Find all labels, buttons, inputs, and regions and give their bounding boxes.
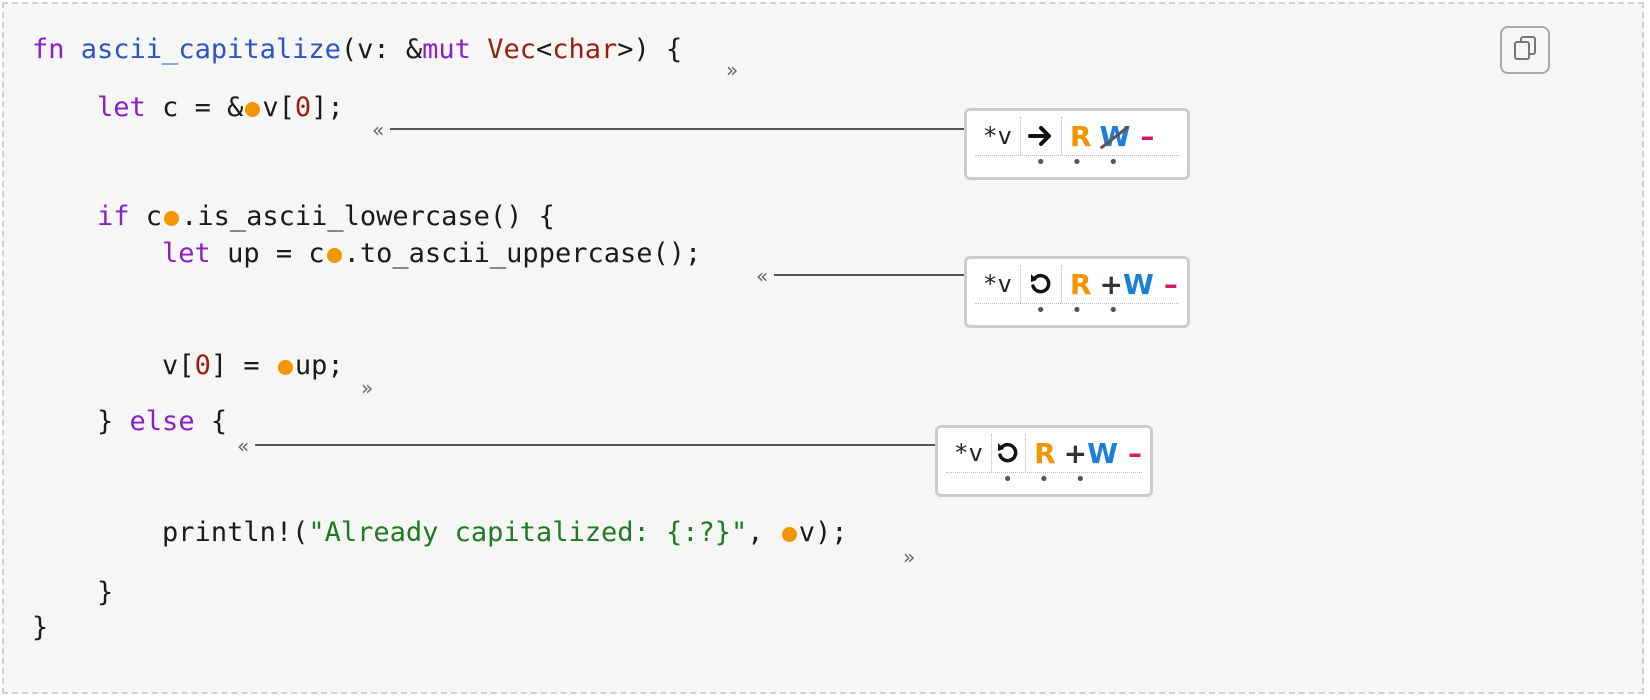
permission-dot[interactable] [277,360,293,375]
permission-box[interactable]: *v R W – • • • [964,108,1190,180]
indent [32,517,162,548]
code-token: ) { [633,34,683,65]
code-token: < [535,34,553,65]
code-token: v[ [162,350,195,381]
code-line-1: fn ascii_capitalize(v: &mut Vec<char>) { [32,33,682,67]
code-token: .to_ascii_uppercase(); [343,238,702,269]
permission-flags: R + W – [1062,265,1178,303]
more-dots[interactable]: • • • [1035,300,1129,321]
indent [32,406,97,437]
code-line-4: let up = c .to_ascii_uppercase(); [32,237,701,271]
own-flag: – [1140,119,1155,153]
permission-box[interactable]: *v R + W – • • • [964,256,1190,328]
permission-dot[interactable] [326,248,342,263]
code-line-2: let c = & v[0]; [32,91,344,125]
read-flag: R [1034,436,1056,470]
code-token: c = & [145,92,244,123]
indent [32,92,97,123]
read-flag: R [1069,119,1092,153]
code-token: } [97,406,130,437]
string-literal: "Already capitalized: {:?}" [308,517,748,548]
code-token: c [129,201,163,232]
write-flag-regained: W [1087,436,1118,470]
leader-line [774,274,964,276]
step-marker-left[interactable]: « [756,264,769,288]
code-token: v[ [262,92,295,123]
permission-flags: R W – [1062,117,1154,155]
step-marker-left[interactable]: « [372,118,385,142]
own-flag: – [1128,436,1142,470]
code-line-3: if c .is_ascii_lowercase() { [32,200,555,234]
path-label: *v [975,117,1021,155]
own-flag: – [1163,267,1178,301]
keyword-fn: fn [32,34,65,65]
permission-box[interactable]: *v R + W – • • • [935,425,1153,497]
copy-button[interactable] [1500,26,1550,74]
keyword-let: let [162,238,211,269]
code-token: v); [798,517,848,548]
leader-line [390,128,964,130]
code-token: up; [294,350,344,381]
code-token: ]; [311,92,344,123]
permission-row: *v R + W – [946,434,1142,473]
step-marker-right[interactable]: » [361,376,374,400]
plus-sign: + [1099,267,1123,301]
code-line-5: v[0] = up; [32,349,344,383]
undo-icon [1021,265,1062,303]
code-line-7: println!("Already capitalized: {:?}", v)… [32,516,848,550]
number-literal: 0 [194,350,211,381]
code-token: > [617,34,634,65]
arrow-right-icon [1021,117,1062,155]
type-char: char [552,34,618,65]
indent [32,238,162,269]
keyword-else: else [129,406,195,437]
keyword-mut: mut [422,34,471,65]
step-marker-left[interactable]: « [237,434,250,458]
type-vec: Vec [487,34,536,65]
copy-icon [1511,34,1539,67]
code-token: { [194,406,228,437]
step-marker-right[interactable]: » [726,58,739,82]
code-token: up = c [210,238,325,269]
write-flag-regained: W [1122,267,1154,301]
code-token: println!( [162,517,309,548]
permission-row: *v R + W – [975,265,1179,304]
step-marker-right[interactable]: » [903,545,916,569]
more-dots[interactable]: • • • [1002,469,1096,490]
permission-flags: R + W – [1026,434,1142,472]
keyword-if: if [97,201,130,232]
permission-row: *v R W – [975,117,1179,156]
undo-icon [992,434,1027,472]
number-literal: 0 [294,92,312,123]
read-flag: R [1069,267,1092,301]
code-token: ] = [210,350,276,381]
permission-dot[interactable] [781,527,797,542]
more-dots[interactable]: • • • [1035,152,1129,173]
indent [32,201,97,232]
permission-dot[interactable] [164,211,180,226]
code-line-8: } [32,577,114,608]
path-label: *v [946,434,992,472]
code-line-9: } [32,612,49,643]
permission-dot[interactable] [245,102,261,117]
plus-sign: + [1063,436,1088,470]
code-line-6: } else { [32,405,227,439]
write-flag-lost: W [1099,119,1131,153]
code-token: (v: & [340,34,423,65]
code-token: , [747,517,780,548]
code-token: .is_ascii_lowercase() { [181,201,555,232]
keyword-let: let [97,92,146,123]
leader-line [255,444,935,446]
function-name: ascii_capitalize [80,34,341,65]
indent [32,350,162,381]
path-label: *v [975,265,1021,303]
